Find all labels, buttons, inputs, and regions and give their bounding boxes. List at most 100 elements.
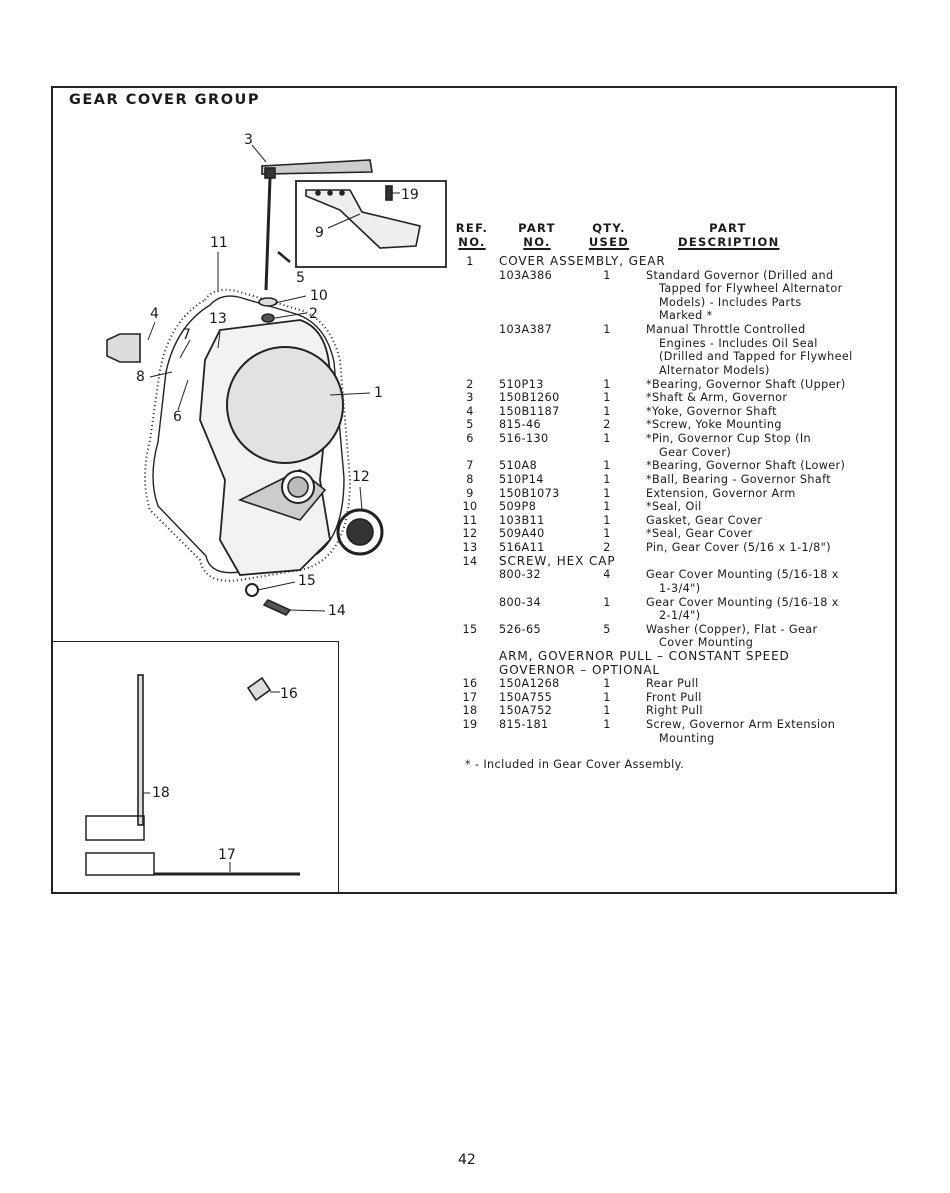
callout-15: 15: [298, 573, 316, 589]
part-number: 103A387: [499, 323, 553, 337]
page-number: 42: [458, 1152, 476, 1168]
part-description: *Shaft & Arm, Governor: [646, 391, 788, 405]
gear-cover-group-frame: [51, 86, 897, 894]
ref-number: 5: [466, 418, 474, 432]
ref-number: 1: [466, 255, 474, 268]
part-description: Gasket, Gear Cover: [646, 513, 763, 527]
callout-19: 19: [401, 187, 419, 203]
ref-number: 17: [462, 690, 478, 704]
callout-5: 5: [296, 270, 305, 286]
description-continued: Models) - Includes Parts: [659, 295, 802, 309]
ref-number: 6: [466, 432, 474, 446]
ref-number: 16: [462, 677, 478, 691]
quantity: 1: [603, 432, 611, 446]
part-number: 150B1260: [499, 391, 560, 405]
callout-8: 8: [136, 369, 145, 385]
quantity: 1: [603, 268, 611, 282]
part-number: 150A755: [499, 690, 553, 704]
callout-1: 1: [374, 385, 383, 401]
quantity: 1: [603, 500, 611, 514]
ref-number: 14: [462, 554, 478, 568]
ref-number: 9: [466, 486, 474, 500]
part-number: 516-130: [499, 432, 549, 446]
description-continued: Mounting: [659, 731, 715, 745]
callout-7: 7: [182, 327, 191, 343]
ref-number: 3: [466, 391, 474, 405]
part-description: Manual Throttle Controlled: [646, 323, 806, 337]
description-continued: Engines - Includes Oil Seal: [659, 336, 818, 350]
header-part-description: PART DESCRIPTION: [678, 221, 780, 249]
part-number: 150B1187: [499, 404, 560, 418]
group-heading: SCREW, HEX CAP: [499, 553, 616, 568]
part-number: 516A11: [499, 541, 545, 555]
part-number: 150B1073: [499, 486, 560, 500]
callout-17: 17: [218, 847, 236, 863]
description-continued: 2-1/4"): [659, 609, 701, 623]
part-description: Gear Cover Mounting (5/16-18 x: [646, 595, 839, 609]
part-number: 150A1268: [499, 677, 560, 691]
part-number: 815-181: [499, 718, 549, 732]
callout-13: 13: [209, 311, 227, 327]
part-description: *Seal, Oil: [646, 500, 702, 514]
quantity: 1: [603, 486, 611, 500]
group-heading: GOVERNOR – OPTIONAL: [499, 662, 661, 677]
part-description: Extension, Governor Arm: [646, 486, 796, 500]
ref-number: 18: [462, 704, 478, 718]
part-description: Washer (Copper), Flat - Gear: [646, 622, 818, 636]
callout-16: 16: [280, 686, 298, 702]
part-description: *Yoke, Governor Shaft: [646, 404, 777, 418]
callout-6: 6: [173, 409, 182, 425]
quantity: 1: [603, 459, 611, 473]
callout-4: 4: [150, 306, 159, 322]
quantity: 1: [603, 677, 611, 691]
optional-pull-arms-inset: [51, 641, 339, 894]
quantity: 5: [603, 622, 611, 636]
part-description: *Bearing, Governor Shaft (Lower): [646, 459, 846, 473]
part-number: 800-34: [499, 595, 542, 609]
quantity: 1: [603, 595, 611, 609]
ref-number: 10: [462, 500, 478, 514]
header-part-no: PART NO.: [518, 221, 556, 249]
header-ref-no: REF. NO.: [455, 221, 489, 249]
part-description: *Bearing, Governor Shaft (Upper): [646, 377, 846, 391]
part-description: Gear Cover Mounting (5/16-18 x: [646, 568, 839, 582]
part-number: 526-65: [499, 622, 542, 636]
part-description: Screw, Governor Arm Extension: [646, 718, 836, 732]
group-heading: COVER ASSEMBLY, GEAR: [499, 254, 666, 268]
part-number: 103A386: [499, 268, 553, 282]
ref-number: 4: [466, 404, 474, 418]
part-description: Front Pull: [646, 690, 702, 704]
part-description: Pin, Gear Cover (5/16 x 1-1/8"): [646, 541, 831, 555]
ref-number: 12: [462, 527, 478, 541]
section-title: GEAR COVER GROUP: [69, 92, 260, 108]
description-continued: (Drilled and Tapped for Flywheel: [659, 350, 853, 364]
ref-number: 15: [462, 622, 478, 636]
part-number: 510P14: [499, 472, 544, 486]
part-number: 103B11: [499, 513, 545, 527]
part-description: Standard Governor (Drilled and: [646, 268, 834, 282]
description-continued: Alternator Models): [659, 363, 770, 377]
part-number: 509A40: [499, 527, 545, 541]
ref-number: 7: [466, 459, 474, 473]
quantity: 1: [603, 690, 611, 704]
part-description: *Pin, Governor Cup Stop (In: [646, 432, 812, 446]
description-continued: Tapped for Flywheel Alternator: [659, 282, 843, 296]
callout-3: 3: [244, 132, 253, 148]
description-continued: Cover Mounting: [659, 636, 754, 650]
description-continued: Gear Cover): [659, 445, 732, 459]
quantity: 1: [603, 718, 611, 732]
quantity: 1: [603, 391, 611, 405]
part-number: 150A752: [499, 704, 553, 718]
quantity: 2: [603, 541, 611, 555]
ref-number: 19: [462, 718, 478, 732]
callout-11: 11: [210, 235, 228, 251]
quantity: 1: [603, 404, 611, 418]
quantity: 1: [603, 377, 611, 391]
callout-2: 2: [309, 306, 318, 322]
part-description: Rear Pull: [646, 677, 699, 691]
quantity: 1: [603, 527, 611, 541]
quantity: 1: [603, 513, 611, 527]
quantity: 1: [603, 472, 611, 486]
callout-9: 9: [315, 225, 324, 241]
